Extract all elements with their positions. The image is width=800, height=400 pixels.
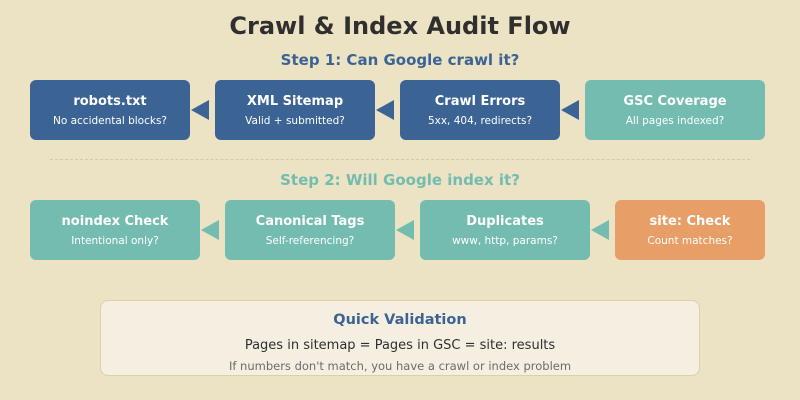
step1-heading: Step 1: Can Google crawl it? (280, 51, 520, 69)
box-label: XML Sitemap (246, 94, 344, 109)
validation-formula: Pages in sitemap = Pages in GSC = site: … (244, 338, 556, 353)
noindex-check-box: noindex Check Intentional only? (30, 200, 200, 260)
box-subtext: Self-referencing? (265, 235, 355, 247)
box-label: Canonical Tags (255, 214, 365, 229)
robots-txt-box: robots.txt No accidental blocks? (30, 80, 190, 140)
arrow-left-icon (191, 100, 209, 120)
box-label: robots.txt (73, 94, 147, 109)
site-check-box: site: Check Count matches? (615, 200, 765, 260)
arrow-left-icon (201, 220, 219, 240)
box-subtext: No accidental blocks? (52, 115, 167, 127)
gsc-coverage-box: GSC Coverage All pages indexed? (585, 80, 765, 140)
box-subtext: www, http, params? (452, 235, 558, 247)
arrow-left-icon (396, 220, 414, 240)
quick-validation-panel: Quick Validation Pages in sitemap = Page… (100, 300, 700, 376)
validation-title: Quick Validation (333, 312, 467, 328)
section-divider (50, 159, 750, 160)
validation-note: If numbers don't match, you have a crawl… (228, 359, 572, 373)
arrow-left-icon (561, 100, 579, 120)
box-subtext: 5xx, 404, redirects? (427, 115, 533, 127)
arrow-left-icon (591, 220, 609, 240)
box-subtext: Count matches? (647, 235, 733, 247)
crawl-errors-box: Crawl Errors 5xx, 404, redirects? (400, 80, 560, 140)
box-subtext: Valid + submitted? (245, 115, 345, 127)
box-label: GSC Coverage (623, 94, 727, 109)
box-subtext: All pages indexed? (625, 115, 725, 127)
box-label: site: Check (649, 214, 731, 229)
box-label: Duplicates (466, 214, 544, 229)
duplicates-box: Duplicates www, http, params? (420, 200, 590, 260)
box-subtext: Intentional only? (71, 235, 159, 247)
box-label: noindex Check (61, 214, 169, 229)
diagram-title: Crawl & Index Audit Flow (229, 12, 571, 40)
arrow-left-icon (376, 100, 394, 120)
step2-heading: Step 2: Will Google index it? (280, 171, 520, 189)
xml-sitemap-box: XML Sitemap Valid + submitted? (215, 80, 375, 140)
canonical-tags-box: Canonical Tags Self-referencing? (225, 200, 395, 260)
box-label: Crawl Errors (434, 94, 526, 109)
